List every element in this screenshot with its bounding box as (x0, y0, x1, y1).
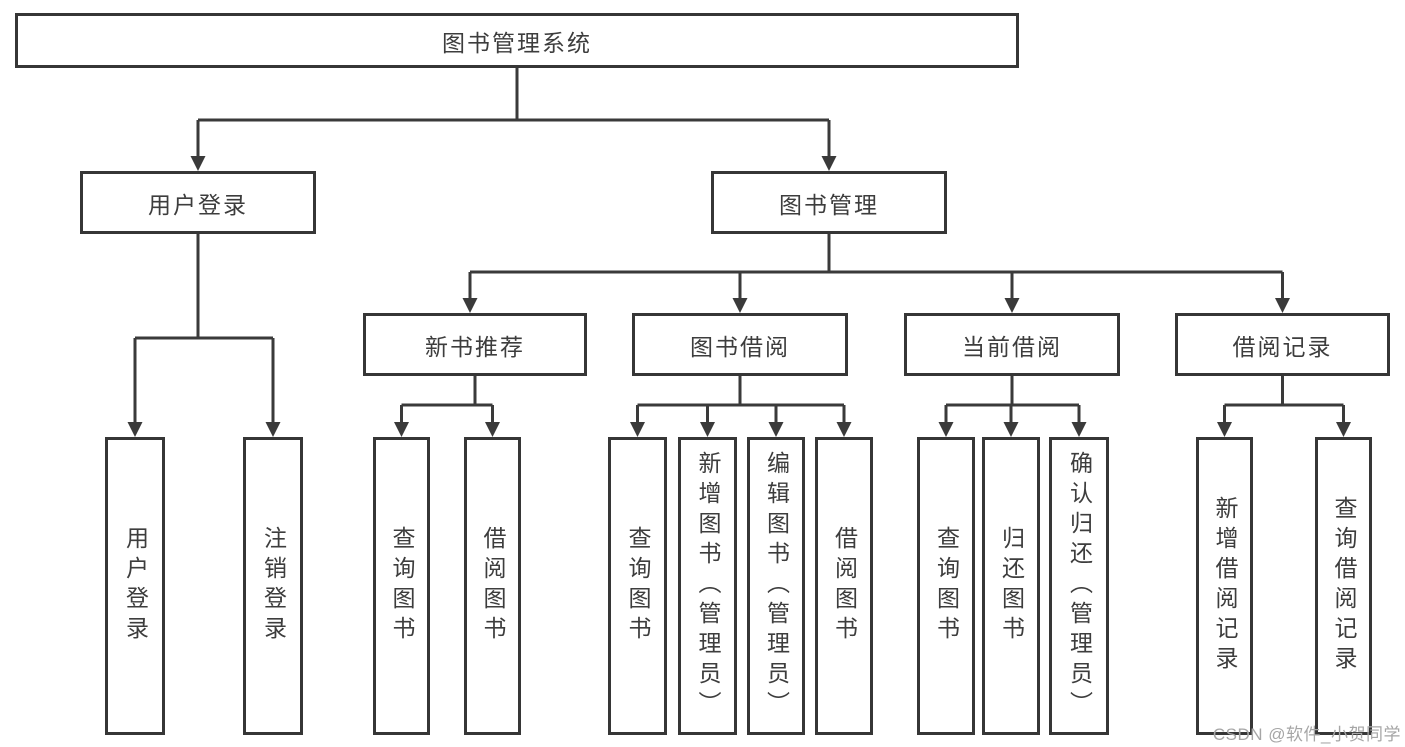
leaf-query-books-recommend-label: 查询图书 (389, 526, 415, 646)
leaf-query-books-recommend: 查询图书 (373, 437, 430, 735)
node-book-borrowing-label: 图书借阅 (690, 333, 790, 360)
leaf-add-book-admin: 新增图书（管理员） (678, 437, 737, 735)
leaf-return-book-label: 归还图书 (998, 526, 1025, 646)
leaf-borrow-books-recommend-label: 借阅图书 (480, 526, 506, 646)
leaf-edit-book-admin-label: 编辑图书（管理员） (763, 451, 790, 721)
leaf-query-books-borrowing: 查询图书 (608, 437, 667, 735)
node-root-label: 图书管理系统 (442, 29, 592, 56)
leaf-return-book: 归还图书 (982, 437, 1040, 735)
leaf-confirm-return-admin-label: 确认归还（管理员） (1066, 451, 1093, 721)
leaf-user-login-label: 用户登录 (122, 526, 149, 646)
node-user-login-label: 用户登录 (148, 191, 248, 218)
leaf-confirm-return-admin: 确认归还（管理员） (1049, 437, 1109, 735)
leaf-borrow-books-borrowing: 借阅图书 (815, 437, 873, 735)
node-book-borrowing: 图书借阅 (632, 313, 848, 376)
node-current-borrowing-label: 当前借阅 (962, 333, 1062, 360)
leaf-add-book-admin-label: 新增图书（管理员） (695, 451, 721, 721)
node-user-login: 用户登录 (80, 171, 316, 234)
node-book-management: 图书管理 (711, 171, 947, 234)
leaf-borrow-books-recommend: 借阅图书 (464, 437, 521, 735)
node-current-borrowing: 当前借阅 (904, 313, 1120, 376)
leaf-edit-book-admin: 编辑图书（管理员） (747, 437, 805, 735)
node-book-management-label: 图书管理 (779, 191, 879, 218)
leaf-logout-label: 注销登录 (260, 526, 287, 646)
leaf-query-borrow-record-label: 查询借阅记录 (1331, 496, 1357, 676)
node-borrowing-records-label: 借阅记录 (1232, 333, 1333, 360)
node-root: 图书管理系统 (15, 13, 1019, 68)
leaf-add-borrow-record: 新增借阅记录 (1196, 437, 1253, 735)
leaf-query-books-current: 查询图书 (917, 437, 975, 735)
leaf-logout: 注销登录 (243, 437, 303, 735)
leaf-query-books-current-label: 查询图书 (933, 526, 960, 646)
leaf-borrow-books-borrowing-label: 借阅图书 (831, 526, 858, 646)
node-borrowing-records: 借阅记录 (1175, 313, 1390, 376)
node-new-book-recommend-label: 新书推荐 (425, 333, 525, 360)
leaf-query-borrow-record: 查询借阅记录 (1315, 437, 1372, 735)
csdn-watermark: CSDN @软件_小贺同学 (1212, 725, 1401, 744)
node-new-book-recommend: 新书推荐 (363, 313, 587, 376)
leaf-user-login: 用户登录 (105, 437, 165, 735)
leaf-add-borrow-record-label: 新增借阅记录 (1212, 496, 1238, 676)
leaf-query-books-borrowing-label: 查询图书 (625, 526, 651, 646)
